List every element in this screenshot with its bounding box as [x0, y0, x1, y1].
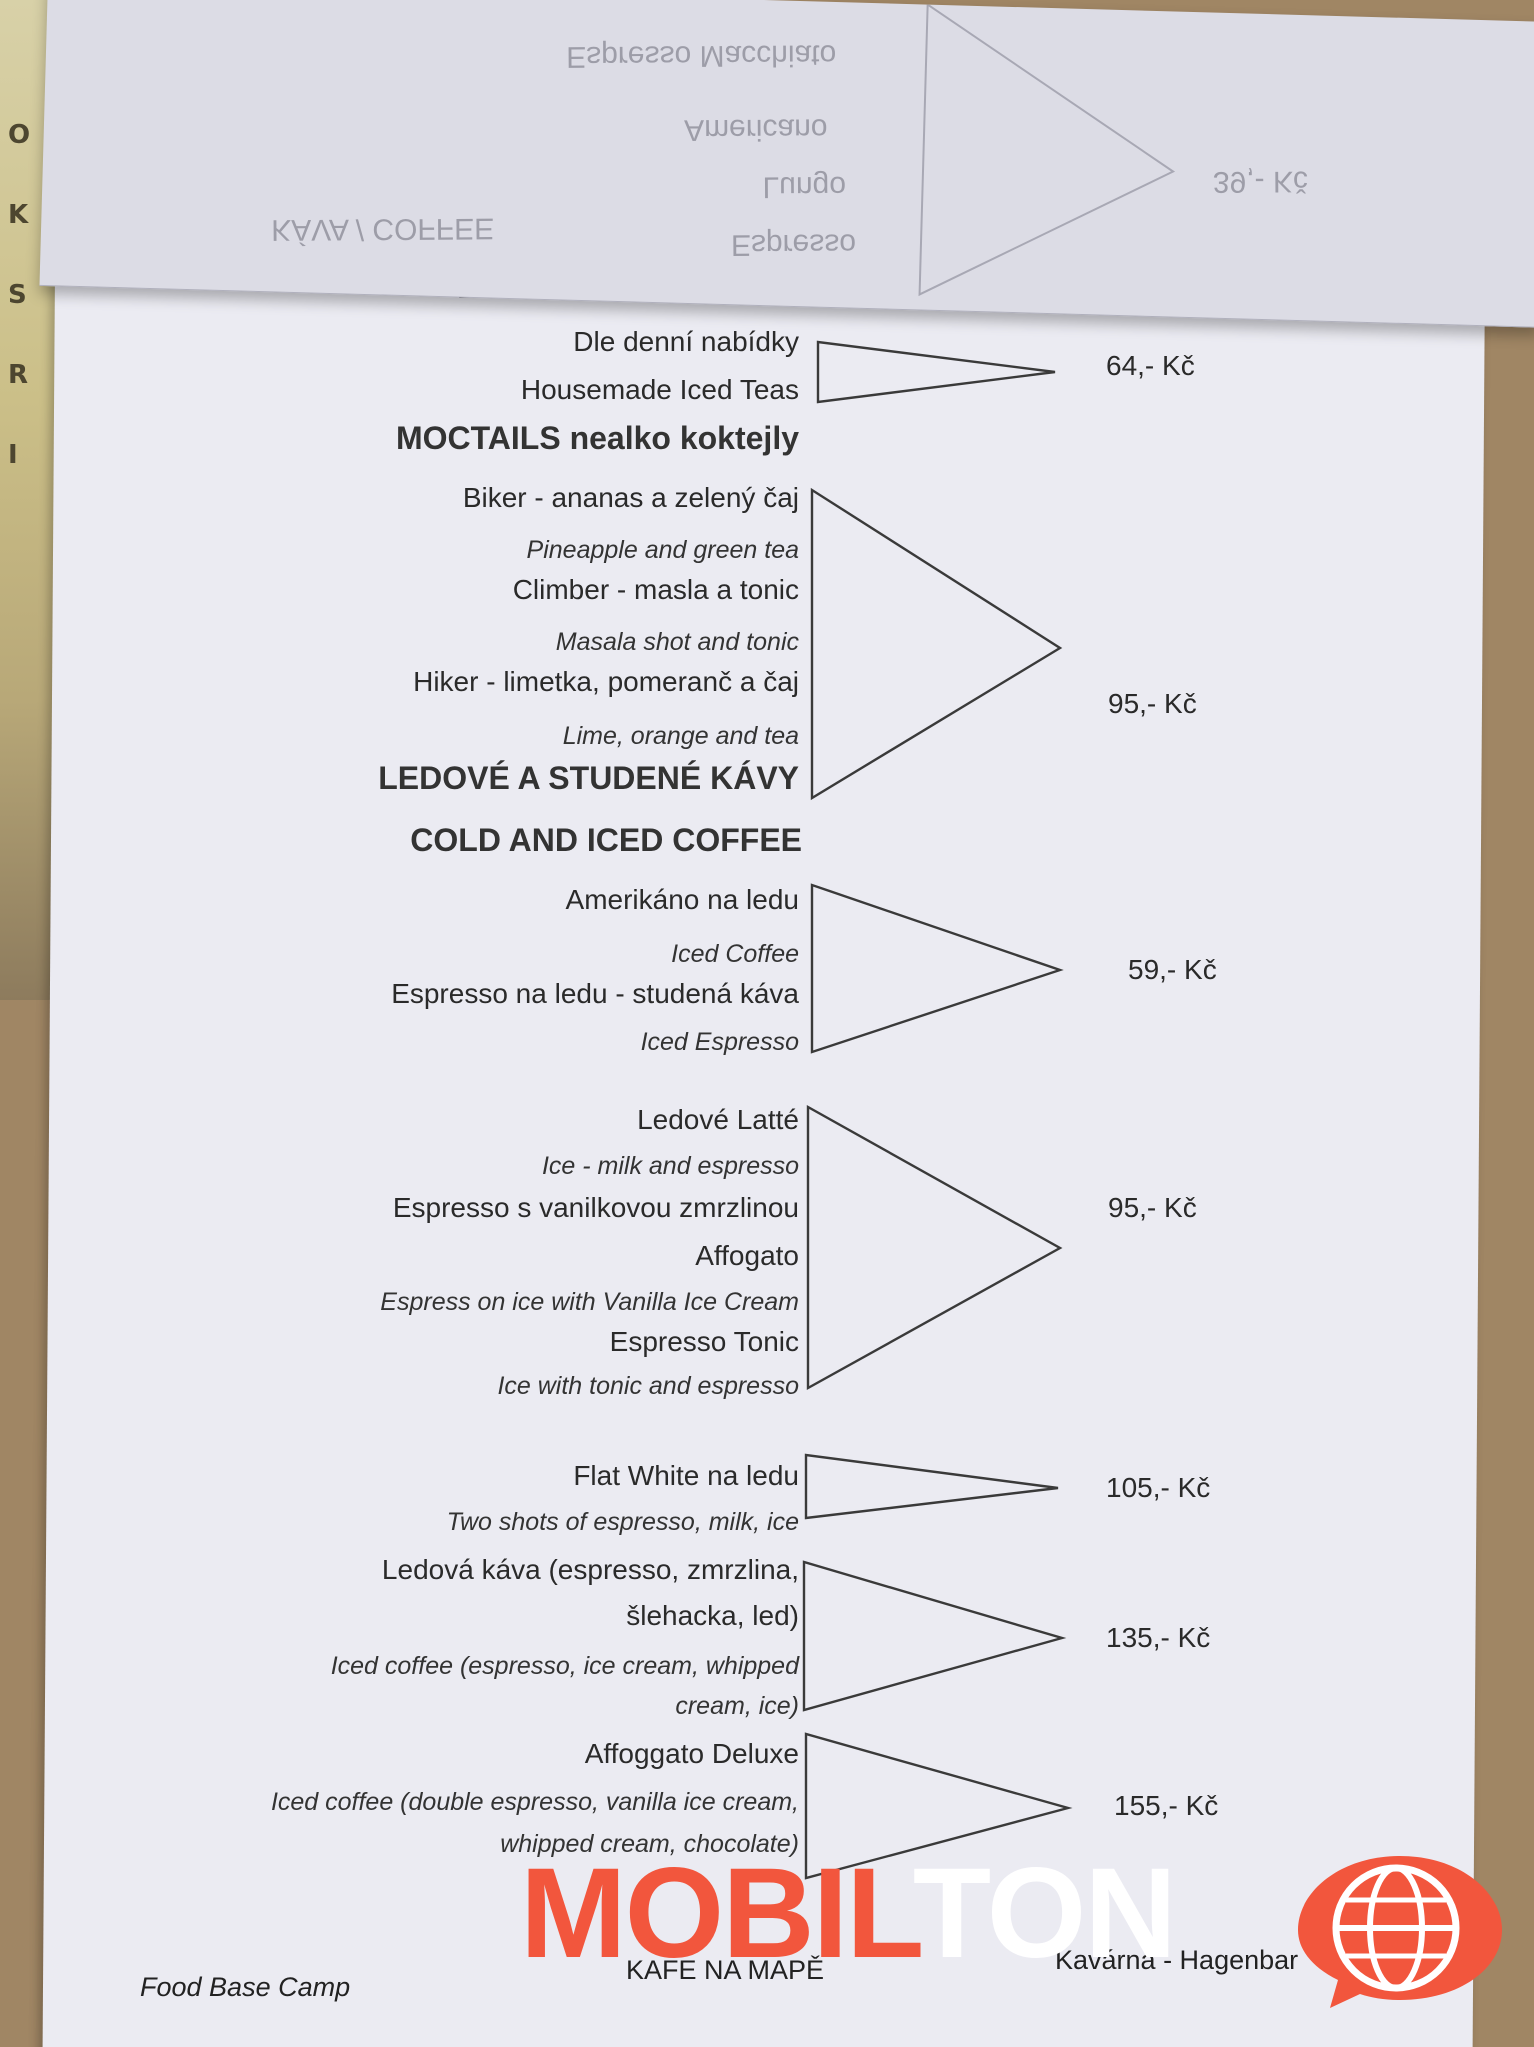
iced-tea-item-en: Housemade Iced Teas [520, 374, 799, 405]
map-letter: I [8, 440, 18, 470]
flap-line: Espresso Macchiato [566, 38, 837, 74]
iced-tea-item: Dle denní nabídky [573, 326, 799, 357]
coffee-item: Affogato [695, 1240, 799, 1271]
group2-price: 95,- Kč [1108, 1192, 1197, 1223]
iced-tea-price: 64,- Kč [1106, 350, 1195, 381]
flap-line: Lungo [762, 169, 847, 204]
coffee-item: Espresso Tonic [609, 1326, 799, 1357]
coffee-item: Ledová káva (espresso, zmrzlina, [381, 1554, 799, 1585]
coffee-item: šlehacka, led) [626, 1600, 799, 1631]
flap-line: KÁVA / COFFEE [271, 211, 495, 247]
watermark-part1: MOBIL [520, 1842, 915, 1985]
coffee-desc: Iced Espresso [640, 1028, 799, 1056]
map-letter: K [8, 200, 29, 230]
coffee-item: Affoggato Deluxe [584, 1738, 799, 1769]
coffee-desc: Espress on ice with Vanilla Ice Cream [380, 1288, 799, 1316]
flap-bracket [918, 3, 1176, 297]
watermark-part2: TON [912, 1842, 1177, 1985]
watermark-logo: MOBILTON [520, 1850, 1177, 1978]
map-letter: S [8, 280, 27, 310]
footer-center: KAFE NA MAPĚ [626, 1955, 825, 1985]
moctails-header: MOCTAILS nealko koktejly [395, 420, 799, 456]
moctail-desc: Masala shot and tonic [555, 628, 799, 656]
coffee-item: Ledové Latté [637, 1104, 799, 1135]
map-letter: O [8, 120, 31, 150]
coffee-item: Espresso na ledu - studená káva [391, 978, 799, 1009]
coffee-desc: cream, ice) [675, 1692, 799, 1720]
flap-line: Americano [684, 112, 828, 147]
coffee-desc: Ice with tonic and espresso [497, 1372, 799, 1400]
footer-right: Kavárna - Hagenbar [1055, 1945, 1299, 1975]
coffee-desc: Iced Coffee [671, 940, 799, 968]
moctail-desc: Pineapple and green tea [526, 536, 799, 564]
moctail-name: Biker - ananas a zelený čaj [462, 482, 799, 513]
flap-line: Espresso [730, 227, 857, 262]
moctail-name: Climber - masla a tonic [512, 574, 799, 605]
flat-white-price: 105,- Kč [1106, 1472, 1211, 1503]
cold-coffee-header-en: COLD AND ICED COFFEE [410, 822, 802, 858]
coffee-desc: whipped cream, chocolate) [500, 1830, 799, 1858]
deluxe-price: 155,- Kč [1114, 1790, 1219, 1821]
coffee-desc: Two shots of espresso, milk, ice [446, 1508, 799, 1536]
globe-chat-icon [1298, 1856, 1502, 2008]
moctail-desc: Lime, orange and tea [562, 722, 799, 750]
folded-page-flap: Espresso Macchiato Americano Lungo Espre… [39, 0, 1534, 328]
coffee-desc: Iced coffee (double espresso, vanilla ic… [270, 1788, 799, 1816]
footer-left: Food Base Camp [140, 1972, 351, 2002]
coffee-desc: Iced coffee (espresso, ice cream, whippe… [330, 1652, 799, 1680]
coffee-item: Espresso s vanilkovou zmrzlinou [392, 1192, 799, 1223]
moctail-name: Hiker - limetka, pomeranč a čaj [413, 666, 799, 697]
map-letter: R [8, 360, 29, 390]
ledova-kava-price: 135,- Kč [1106, 1622, 1211, 1653]
coffee-item: Amerikáno na ledu [565, 884, 799, 915]
flap-price: 39,- Kč [1212, 164, 1309, 199]
group1-price: 59,- Kč [1128, 954, 1217, 985]
coffee-item: Flat White na ledu [573, 1460, 799, 1491]
cold-coffee-header-cz: LEDOVÉ A STUDENÉ KÁVY [378, 760, 799, 796]
moctails-price: 95,- Kč [1108, 688, 1197, 719]
coffee-desc: Ice - milk and espresso [541, 1152, 799, 1180]
